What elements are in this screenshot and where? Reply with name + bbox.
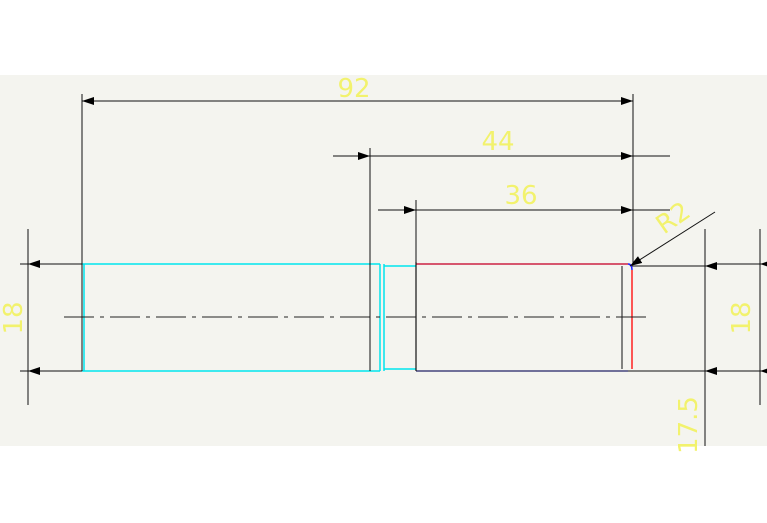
dim-overall-length: 92 — [337, 74, 370, 104]
dim-left-diameter: 18 — [0, 301, 29, 334]
dim-thread-length: 36 — [504, 181, 537, 211]
dim-right-diameter: 18 — [727, 301, 757, 334]
dim-fillet-radius: R2 — [651, 196, 697, 240]
dimension-lines — [27, 97, 767, 405]
dim-end-diameter: 17.5 — [674, 396, 704, 454]
dim-right-section-length: 44 — [481, 127, 514, 157]
extension-lines — [20, 94, 767, 446]
